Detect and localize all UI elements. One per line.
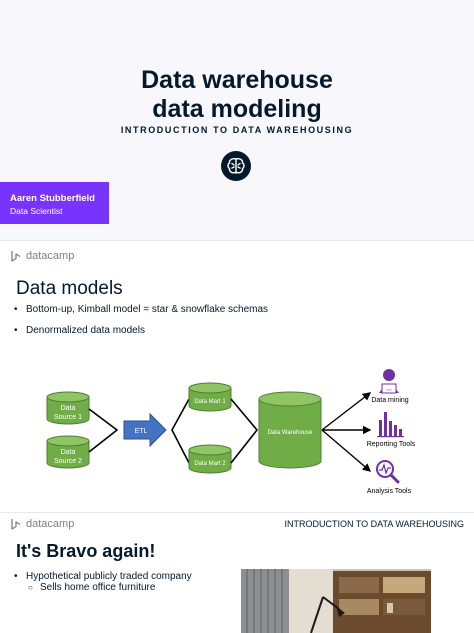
datacamp-logo-icon (11, 251, 21, 262)
logo-text: datacamp (26, 518, 75, 530)
data-mining-label: Data mining (371, 397, 408, 404)
bullet-list: Hypothetical publicly traded company Sel… (14, 571, 192, 593)
bullet-item: Bottom-up, Kimball model = star & snowfl… (14, 304, 268, 315)
slide-heading: Data models (16, 278, 123, 299)
author-name: Aaren Stubberfield (10, 193, 95, 204)
source-2-label-line2: Source 2 (54, 458, 82, 465)
slide-title: Data warehouse data modeling (0, 66, 474, 124)
author-role: Data Scientist (10, 206, 63, 216)
source-1-label-line1: Data (61, 405, 76, 412)
title-line-1: Data warehouse (141, 66, 333, 94)
bravo-slide: datacamp INTRODUCTION TO DATA WAREHOUSIN… (0, 512, 474, 633)
data-mart-2-node: Data Mart 2 (188, 444, 232, 474)
warehouse-label: Data Warehouse (268, 430, 313, 436)
data-warehouse-node: Data Warehouse (258, 391, 322, 469)
source-1-label-line2: Source 1 (54, 414, 82, 421)
course-subtitle: INTRODUCTION TO DATA WAREHOUSING (120, 125, 354, 135)
data-source-2-node: Data Source 2 (46, 435, 90, 469)
bullet-item: Denormalized data models (14, 325, 268, 336)
sub-bullet-item: Sells home office furniture (14, 582, 192, 593)
office-photo (241, 569, 431, 633)
arrow-to-data-mining (321, 392, 372, 431)
magnifier-icon (376, 460, 400, 484)
datacamp-logo: datacamp (10, 250, 74, 262)
data-flow-diagram: Data Source 1 Data Source 2 ETL Data Mar… (46, 369, 416, 495)
bar-chart-icon (377, 412, 404, 438)
mart-1-label: Data Mart 1 (194, 399, 226, 405)
arrow-to-analysis (321, 429, 372, 472)
etl-arrow: ETL (123, 412, 167, 448)
bullet-item: Hypothetical publicly traded company (14, 571, 192, 582)
datacamp-logo-icon (11, 519, 21, 530)
mart-2-label: Data Mart 2 (194, 461, 226, 467)
data-mart-1-node: Data Mart 1 (188, 382, 232, 412)
title-slide: Data warehouse data modeling INTRODUCTIO… (0, 0, 474, 240)
datacamp-logo: datacamp (10, 518, 74, 530)
data-source-1-node: Data Source 1 (46, 391, 90, 425)
source-connector (88, 408, 119, 453)
source-2-label-line1: Data (61, 449, 76, 456)
course-header: INTRODUCTION TO DATA WAREHOUSING (284, 519, 464, 529)
etl-label: ETL (135, 428, 148, 435)
brain-icon (221, 151, 251, 181)
logo-text: datacamp (26, 250, 75, 262)
warehouse-connector (230, 398, 259, 464)
data-mining-icon: </> (379, 369, 399, 394)
svg-text:</>: </> (386, 387, 392, 392)
slide-heading: It's Bravo again! (16, 541, 156, 561)
data-models-slide: datacamp Data models Bottom-up, Kimball … (0, 240, 474, 513)
bullet-list: Bottom-up, Kimball model = star & snowfl… (14, 304, 268, 346)
analysis-tools-label: Analysis Tools (367, 488, 412, 495)
mart-connector (171, 398, 190, 464)
title-line-2: data modeling (152, 95, 322, 123)
reporting-tools-label: Reporting Tools (367, 441, 416, 448)
author-card: Aaren Stubberfield Data Scientist (0, 182, 109, 224)
